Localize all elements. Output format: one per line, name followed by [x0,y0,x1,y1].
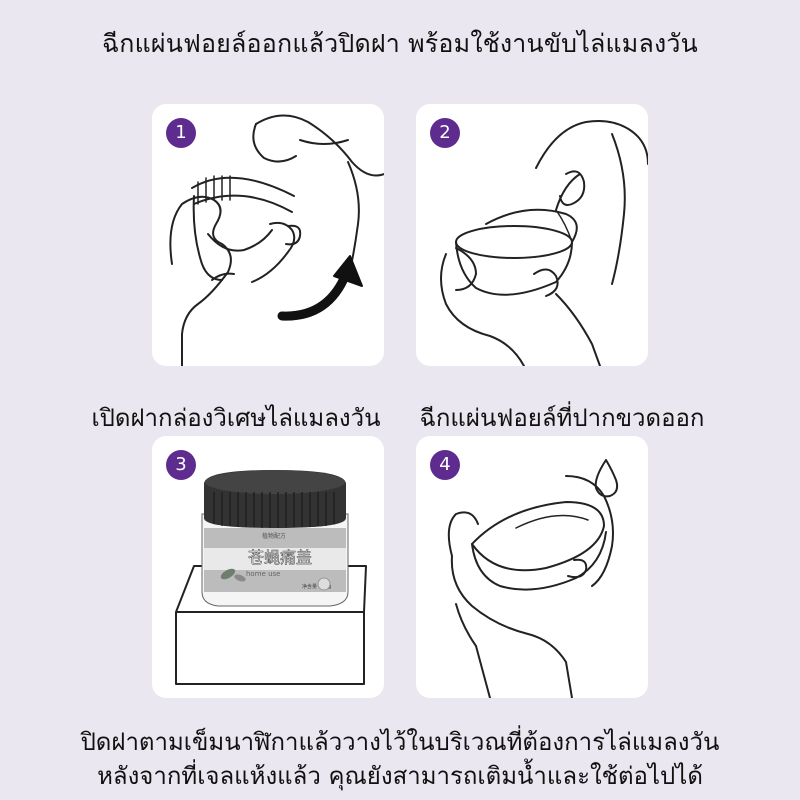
step-1-card: 1 [152,104,384,366]
step-3-badge: 3 [166,450,196,480]
step-4-card: 4 [416,436,648,698]
place-jar-illustration: 植物配方 苍蝇痛盖 home use 净含量 200g [175,470,367,685]
headline: ฉีกแผ่นฟอยล์ออกแล้วปิดฝา พร้อมใช้งานขับไ… [102,29,698,58]
product-weight: 净含量 200g [302,583,331,590]
product-tag: 植物配方 [262,532,286,540]
footer-line-1: ปิดฝาตามเข็มนาฬิกาแล้ววางไว้ในบริเวณที่ต… [80,728,720,756]
step-1-badge: 1 [166,118,196,148]
product-brand: 苍蝇痛盖 [248,548,312,567]
step-2-badge: 2 [430,118,460,148]
peel-foil-illustration [440,120,648,366]
product-subtitle: home use [246,570,280,578]
footer-line-2: หลังจากที่เจลแห้งแล้ว คุณยังสามารถเติมน้… [97,762,703,790]
open-lid-illustration [169,114,384,366]
step-1-caption: เปิดฝากล่องวิเศษไล่แมลงวัน [91,404,381,432]
step-2-card: 2 [416,104,648,366]
refill-water-illustration [447,459,619,698]
step-4-badge: 4 [430,450,460,480]
step-2-caption: ฉีกแผ่นฟอยล์ที่ปากขวดออก [419,404,705,432]
step-3-card: 3 植物配方 苍蝇痛盖 home use 净含量 2 [152,436,384,698]
